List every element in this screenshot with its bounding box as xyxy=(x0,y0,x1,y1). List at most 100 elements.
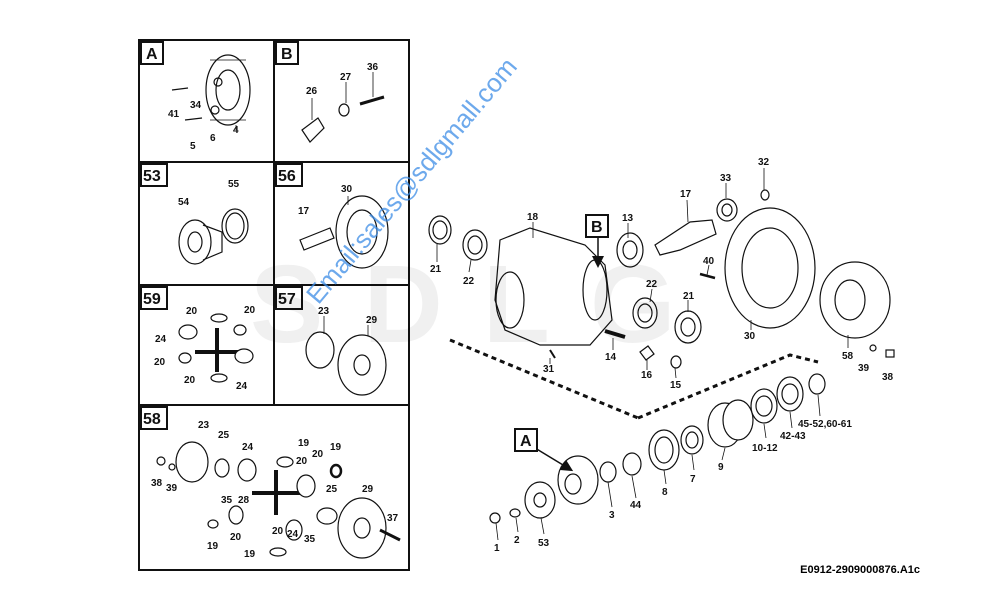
svg-text:40: 40 xyxy=(703,256,715,267)
callout-a: A xyxy=(514,428,538,452)
svg-text:41: 41 xyxy=(168,109,180,120)
panel-57-drawing xyxy=(305,316,387,396)
panel-58-part-numbers: 23 25 19 20 24 20 19 38 39 28 35 25 29 3… xyxy=(151,420,399,560)
svg-text:29: 29 xyxy=(362,484,374,495)
panel-b-part-numbers: 26 27 36 xyxy=(306,62,379,97)
svg-text:20: 20 xyxy=(296,456,308,467)
svg-text:25: 25 xyxy=(326,484,338,495)
svg-text:A: A xyxy=(520,433,532,450)
svg-text:25: 25 xyxy=(218,430,230,441)
svg-text:4: 4 xyxy=(233,125,239,136)
svg-text:42-43: 42-43 xyxy=(780,431,806,442)
svg-text:20: 20 xyxy=(230,532,242,543)
svg-text:24: 24 xyxy=(236,381,248,392)
panel-53-drawing xyxy=(178,208,249,265)
svg-text:27: 27 xyxy=(340,72,352,83)
svg-text:59: 59 xyxy=(143,291,161,308)
svg-text:21: 21 xyxy=(430,264,442,275)
svg-text:30: 30 xyxy=(744,331,756,342)
svg-text:20: 20 xyxy=(154,357,166,368)
svg-text:3: 3 xyxy=(609,510,615,521)
svg-text:35: 35 xyxy=(304,534,316,545)
svg-text:55: 55 xyxy=(228,179,240,190)
panel-57-part-numbers: 23 29 xyxy=(318,306,378,326)
svg-text:10-12: 10-12 xyxy=(752,443,778,454)
svg-text:9: 9 xyxy=(718,462,724,473)
svg-text:38: 38 xyxy=(151,478,163,489)
svg-text:B: B xyxy=(281,46,293,63)
panel-label-b: B xyxy=(275,41,299,65)
svg-text:29: 29 xyxy=(366,315,378,326)
svg-text:56: 56 xyxy=(278,168,296,185)
svg-text:26: 26 xyxy=(306,86,318,97)
panel-a-part-numbers: 41 34 5 6 4 xyxy=(168,100,239,152)
panel-label-a: A xyxy=(140,41,164,65)
svg-text:19: 19 xyxy=(244,549,256,560)
svg-text:58: 58 xyxy=(842,351,854,362)
svg-text:B: B xyxy=(591,219,603,236)
svg-text:58: 58 xyxy=(143,411,161,428)
svg-text:38: 38 xyxy=(882,372,894,383)
panel-labels: A B 53 56 59 57 xyxy=(140,41,303,430)
svg-text:24: 24 xyxy=(287,529,299,540)
panel-56-drawing xyxy=(299,195,389,269)
panel-b-drawing xyxy=(301,72,385,143)
panel-56-part-numbers: 17 30 xyxy=(298,184,353,217)
main-part-numbers: 21 22 18 13 17 33 32 40 22 21 30 58 39 3… xyxy=(430,157,894,554)
svg-text:23: 23 xyxy=(318,306,330,317)
svg-text:20: 20 xyxy=(184,375,196,386)
panel-label-57: 57 xyxy=(275,286,303,310)
svg-text:17: 17 xyxy=(680,189,692,200)
svg-text:54: 54 xyxy=(178,197,190,208)
svg-text:28: 28 xyxy=(238,495,250,506)
svg-text:20: 20 xyxy=(186,306,198,317)
svg-text:19: 19 xyxy=(298,438,310,449)
svg-text:1: 1 xyxy=(494,543,500,554)
svg-text:44: 44 xyxy=(630,500,642,511)
logo-watermark: SDLG xyxy=(250,243,716,366)
svg-text:7: 7 xyxy=(690,474,696,485)
svg-text:22: 22 xyxy=(463,276,475,287)
svg-text:14: 14 xyxy=(605,352,617,363)
svg-text:20: 20 xyxy=(244,305,256,316)
svg-text:31: 31 xyxy=(543,364,555,375)
svg-text:A: A xyxy=(146,46,158,63)
svg-text:16: 16 xyxy=(641,370,653,381)
svg-text:53: 53 xyxy=(538,538,550,549)
svg-text:21: 21 xyxy=(683,291,695,302)
svg-text:35: 35 xyxy=(221,495,233,506)
panel-label-53: 53 xyxy=(140,163,168,187)
svg-text:20: 20 xyxy=(312,449,324,460)
svg-text:17: 17 xyxy=(298,206,310,217)
svg-text:33: 33 xyxy=(720,173,732,184)
svg-text:30: 30 xyxy=(341,184,353,195)
svg-text:2: 2 xyxy=(514,535,520,546)
svg-text:13: 13 xyxy=(622,213,634,224)
svg-text:8: 8 xyxy=(662,487,668,498)
svg-text:39: 39 xyxy=(166,483,178,494)
svg-text:32: 32 xyxy=(758,157,770,168)
svg-text:57: 57 xyxy=(278,291,296,308)
panel-label-59: 59 xyxy=(140,286,168,310)
svg-text:18: 18 xyxy=(527,212,539,223)
svg-text:24: 24 xyxy=(242,442,254,453)
svg-text:39: 39 xyxy=(858,363,870,374)
panel-58-drawing xyxy=(156,441,401,559)
panel-59-part-numbers: 20 20 24 20 20 24 xyxy=(154,305,256,392)
panel-53-part-numbers: 54 55 xyxy=(178,179,240,208)
svg-text:19: 19 xyxy=(330,442,342,453)
svg-text:5: 5 xyxy=(190,141,196,152)
svg-text:45-52,60-61: 45-52,60-61 xyxy=(798,419,852,430)
svg-text:6: 6 xyxy=(210,133,216,144)
reference-code: E0912-2909000876.A1c xyxy=(800,564,920,576)
panel-a-drawing xyxy=(171,54,251,130)
svg-text:15: 15 xyxy=(670,380,682,391)
svg-text:23: 23 xyxy=(198,420,210,431)
panel-label-58: 58 xyxy=(140,406,168,430)
main-exploded-view xyxy=(428,168,895,541)
panel-59-drawing xyxy=(178,313,254,383)
svg-text:37: 37 xyxy=(387,513,399,524)
detail-panels xyxy=(138,39,410,571)
